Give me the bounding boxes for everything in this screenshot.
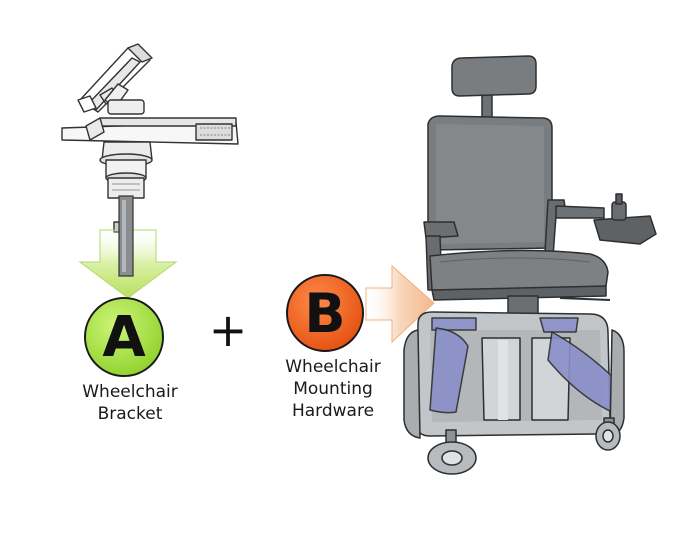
label-a-line-2: Bracket [97, 404, 163, 424]
label-a-line-1: Wheelchair [82, 382, 178, 402]
wheelchair-bracket-illustration [61, 43, 239, 233]
badge-a-letter: A [102, 305, 146, 370]
label-b-line-2: Mounting [293, 379, 373, 399]
label-b-line-3: Hardware [291, 401, 375, 421]
power-wheelchair-illustration [403, 55, 657, 475]
plus-sign: + [209, 303, 248, 357]
badge-a: A [84, 297, 164, 377]
badge-b: B [286, 274, 364, 352]
bracket-post [118, 195, 134, 277]
badge-b-letter: B [304, 282, 345, 345]
arrow-right-icon [365, 264, 435, 344]
label-wheelchair-bracket: Wheelchair Bracket [60, 381, 200, 425]
label-wheelchair-mounting-hardware: Wheelchair Mounting Hardware [258, 356, 408, 422]
label-b-line-1: Wheelchair [285, 357, 381, 377]
